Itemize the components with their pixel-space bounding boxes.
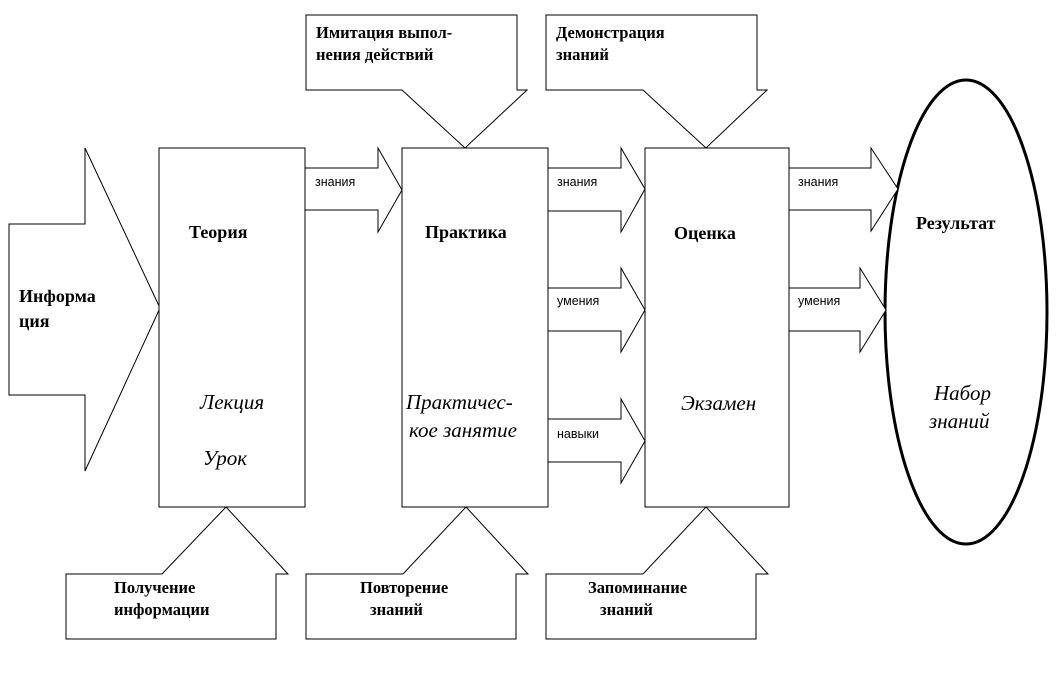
top-callout-assessment — [545, 14, 769, 149]
flow-arrow-assessment-result-1 — [788, 146, 899, 233]
assessment-method-exam: Экзамен — [681, 391, 756, 415]
bottom-callout-practice — [305, 506, 530, 640]
top-callout-assessment-line1: Демонстрация — [556, 23, 665, 42]
top-callout-practice-line1: Имитация выпол- — [316, 23, 452, 42]
flow-arrow-practice-assessment-2 — [547, 266, 646, 354]
top-callout-practice-line2: нения действий — [316, 45, 434, 64]
practice-method-line1: Практичес- — [405, 390, 513, 414]
flow-arrow-assessment-result-2 — [788, 266, 887, 354]
bottom-callout-theory-line1: Получение — [114, 578, 195, 597]
theory-method-lesson: Урок — [203, 446, 247, 470]
result-line1: Набор — [933, 381, 991, 405]
top-callout-assessment-line2: знаний — [556, 45, 609, 64]
result-line2: знаний — [928, 409, 990, 433]
theory-method-lecture: Лекция — [199, 390, 264, 414]
flow-arrow-theory-practice — [304, 146, 403, 234]
flow-label-umeniya: умения — [557, 294, 599, 308]
flow-label-znaniya: знания — [798, 175, 838, 189]
flow-label-umeniya: умения — [798, 294, 840, 308]
bottom-callout-assessment-line1: Запоминание — [588, 578, 687, 597]
practice-box — [401, 147, 549, 508]
flow-arrow-practice-assessment-1 — [547, 146, 646, 234]
flow-label-znaniya: знания — [557, 175, 597, 189]
bottom-callout-theory — [65, 506, 290, 640]
flow-label-navyki: навыки — [557, 427, 599, 441]
bottom-callout-theory-line2: информации — [114, 600, 210, 619]
input-label-line2: ция — [19, 311, 50, 331]
input-label-line1: Информа — [19, 286, 96, 306]
practice-method-line2: кое занятие — [409, 418, 517, 442]
bottom-callout-assessment — [545, 506, 770, 640]
input-arrow — [8, 147, 161, 472]
result-title: Результат — [916, 213, 996, 233]
assessment-box — [644, 147, 790, 508]
bottom-callout-practice-line2: знаний — [370, 600, 423, 619]
theory-box — [158, 147, 306, 508]
assessment-title: Оценка — [674, 223, 736, 243]
practice-title: Практика — [425, 222, 507, 242]
result-ellipse — [883, 78, 1049, 546]
top-callout-practice — [305, 14, 529, 149]
bottom-callout-practice-line1: Повторение — [360, 578, 448, 597]
theory-title: Теория — [189, 222, 248, 242]
flow-arrow-practice-assessment-3 — [547, 397, 646, 485]
bottom-callout-assessment-line2: знаний — [600, 600, 653, 619]
flow-label-znaniya: знания — [315, 175, 355, 189]
